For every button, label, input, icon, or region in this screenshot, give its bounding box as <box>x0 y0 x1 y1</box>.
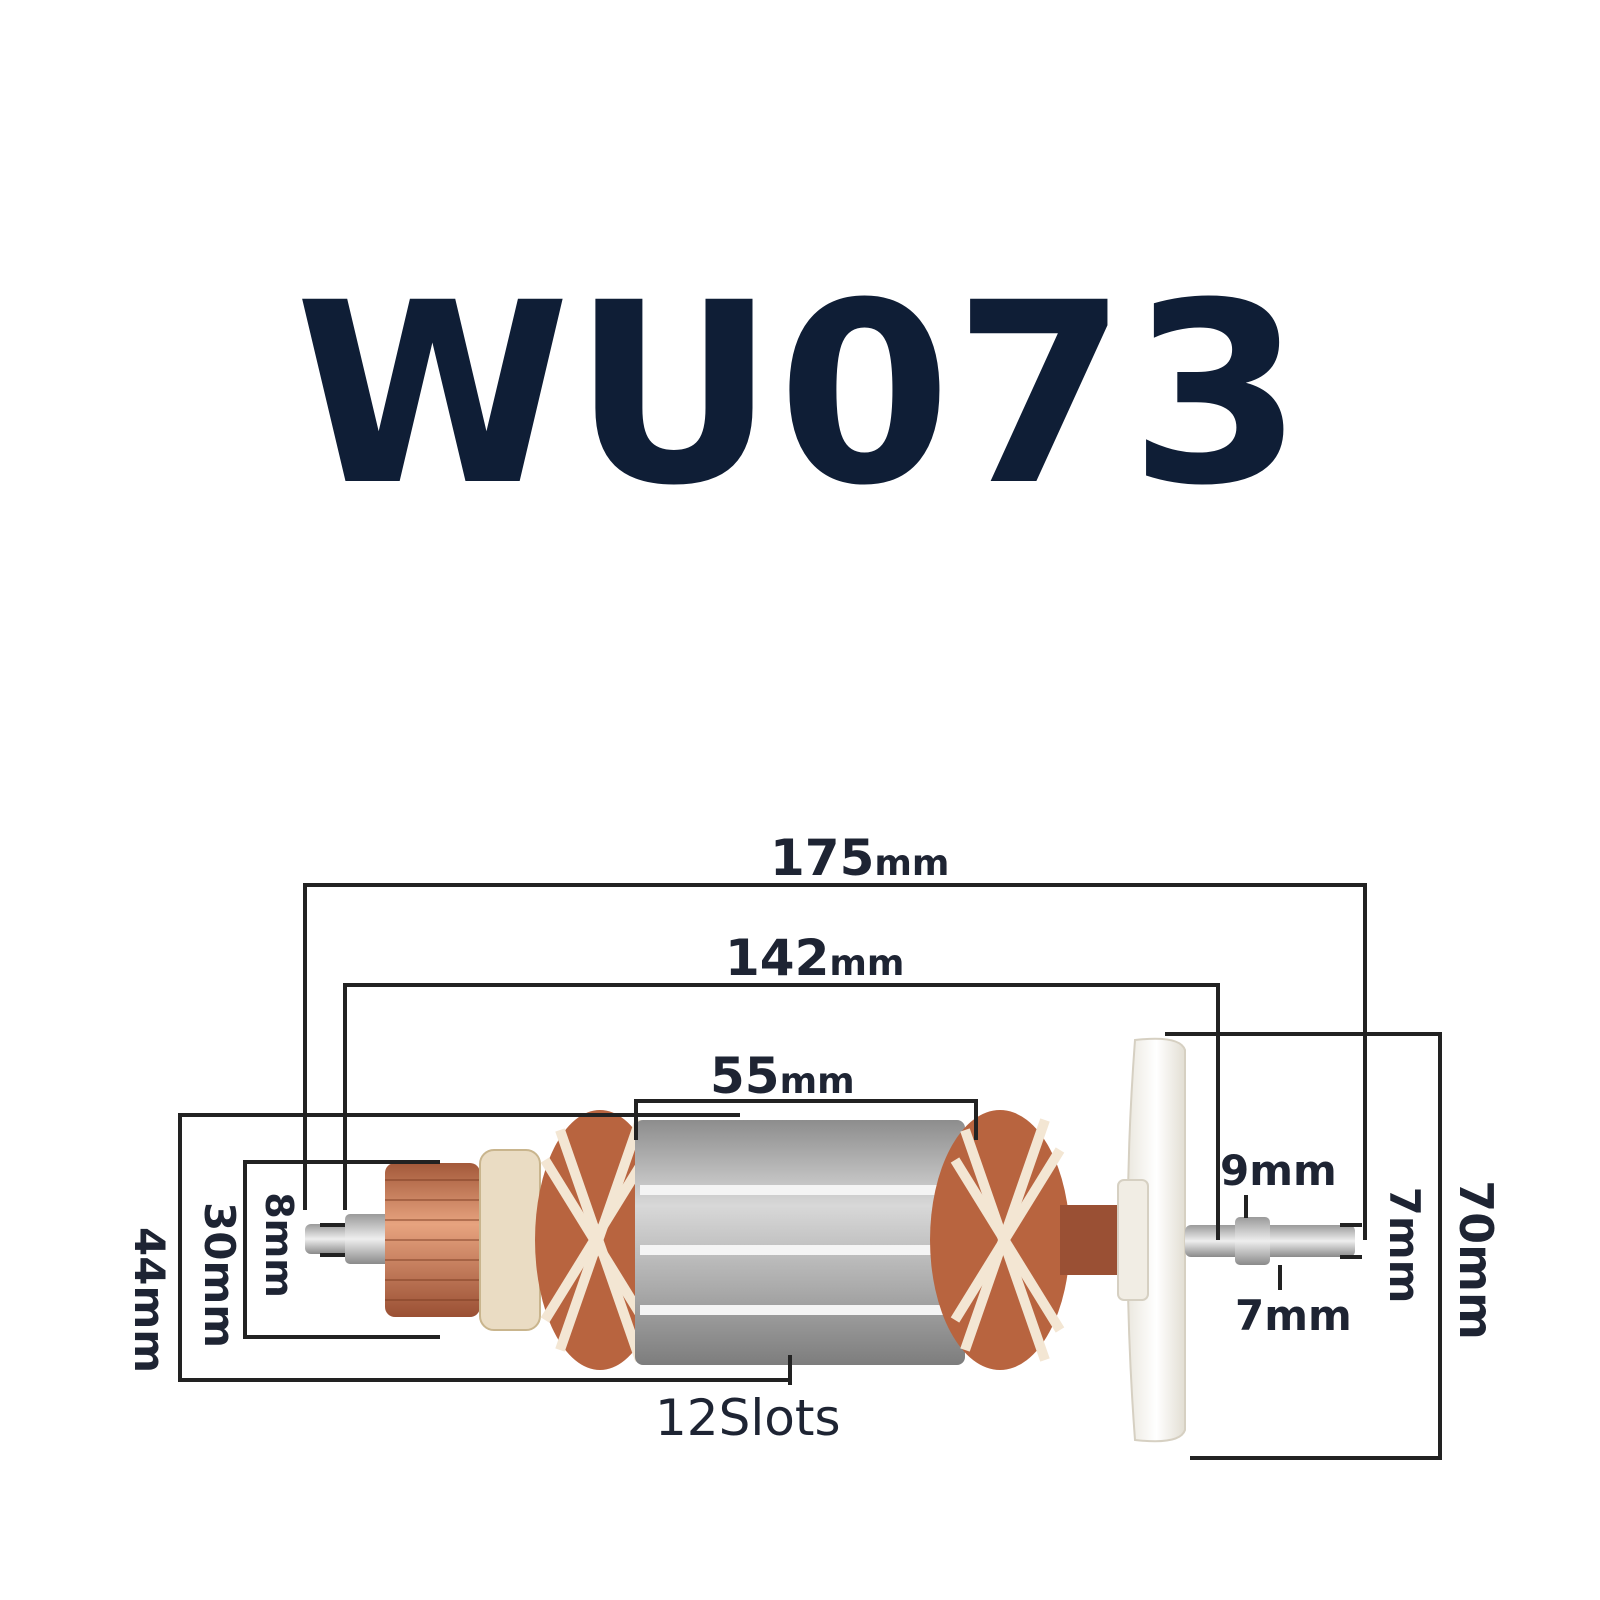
armature-drawing <box>305 1037 1355 1443</box>
label-slots: 12Slots <box>655 1389 841 1447</box>
left-winding <box>535 1110 665 1370</box>
left-shaft-collar <box>345 1214 390 1264</box>
dimension-lines <box>178 883 1442 1460</box>
label-55mm: 55mm <box>710 1047 855 1105</box>
label-175mm: 175mm <box>770 829 949 887</box>
label-8mm: 8mm <box>257 1192 301 1298</box>
commutator-tangs <box>479 1149 541 1331</box>
label-7mm-end: 7mm <box>1235 1291 1352 1340</box>
lamination-stack <box>635 1120 965 1365</box>
right-shaft-collar <box>1235 1217 1270 1265</box>
fan <box>1117 1037 1186 1443</box>
label-44mm: 44mm <box>125 1227 174 1373</box>
label-7mm-tip: 7mm <box>1380 1187 1429 1304</box>
label-9mm: 9mm <box>1220 1146 1337 1195</box>
model-title: WU073 <box>294 249 1306 540</box>
label-70mm: 70mm <box>1449 1180 1503 1340</box>
label-30mm: 30mm <box>195 1202 244 1348</box>
right-winding <box>930 1110 1070 1370</box>
commutator <box>385 1163 480 1317</box>
label-142mm: 142mm <box>725 929 904 987</box>
